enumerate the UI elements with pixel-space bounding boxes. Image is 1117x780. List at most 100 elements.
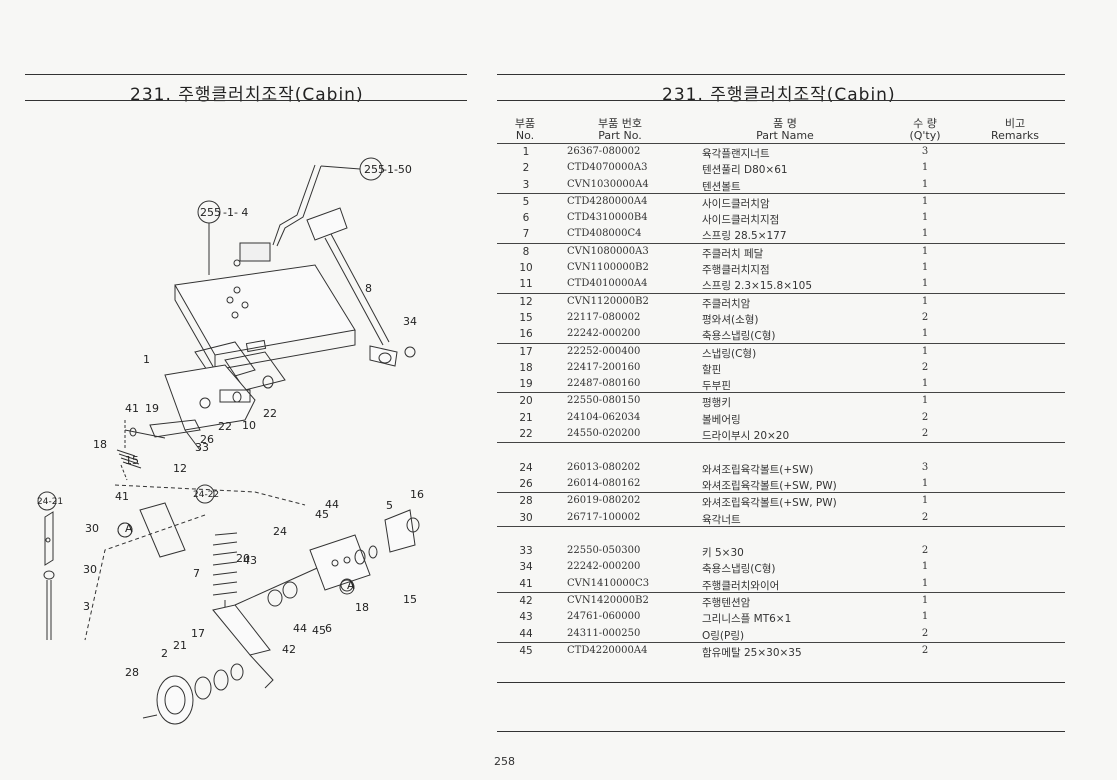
clutch-bracket (124, 364, 274, 451)
callout-22: 22 (218, 420, 232, 433)
callout-28: 28 (125, 666, 139, 679)
part-name: 할핀 (702, 363, 722, 376)
part-number-index: 12 (519, 295, 533, 308)
part-number-index: 7 (522, 228, 530, 241)
part-number-index: 43 (519, 611, 533, 624)
header-qty-ko: 수 량 (913, 117, 937, 130)
table-end-rule (497, 682, 1065, 683)
quantity: 1 (921, 245, 929, 257)
callout-12: 12 (173, 462, 187, 475)
quantity: 2 (921, 545, 929, 557)
callout-34: 34 (403, 315, 417, 328)
callout-45: 45 (312, 624, 326, 637)
callout-10: 10 (242, 419, 256, 432)
callout-41: 41 (125, 402, 139, 415)
quantity: 1 (921, 378, 929, 390)
quantity: 1 (921, 212, 929, 224)
left-page-title: 231. 주행클러치조작(Cabin) (130, 85, 364, 105)
part-number-index: 24 (519, 461, 533, 474)
right-page-title: 231. 주행클러치조작(Cabin) (662, 85, 896, 105)
tension-spring (212, 532, 238, 615)
part-number-index: 42 (519, 595, 533, 608)
part-number: 22550-080150 (567, 395, 641, 407)
part-number-index: 33 (519, 545, 533, 558)
left-top-rule (25, 74, 467, 75)
part-number-index: 6 (522, 212, 530, 225)
callout-7: 7 (193, 567, 200, 580)
quantity: 1 (921, 162, 929, 174)
callout-labels: 255 -1-50 255 -1- 4 24-21 24-22 (37, 163, 412, 507)
quantity: 1 (921, 178, 929, 190)
callout-15: 15 (403, 593, 417, 606)
header-no-ko: 부품 (514, 117, 536, 130)
callout-26: 26 (200, 433, 214, 446)
part-number: CTD408000C4 (567, 228, 642, 240)
part-number-index: 2 (522, 162, 530, 175)
part-number: 22252-000400 (567, 345, 641, 357)
callout-15: 15 (125, 454, 139, 467)
callout-44: 44 (293, 622, 307, 635)
callout-30: 30 (85, 522, 99, 535)
callout-33: 33 (195, 441, 209, 454)
part-name: 축용스냅링(C형) (702, 330, 776, 343)
part-name: 주클러치 페달 (702, 247, 764, 260)
header-part-en: Part No. (598, 129, 642, 142)
side-clutch-arm (384, 509, 420, 553)
part-name: 육각너트 (702, 513, 741, 526)
part-name: 와셔조립육각볼트(+SW, PW) (702, 497, 837, 510)
callout-17: 17 (191, 627, 205, 640)
ref-top-suffix: -1-50 (383, 163, 412, 176)
part-name: 주행텐션암 (702, 597, 751, 610)
quantity: 1 (921, 328, 929, 340)
callout-45: 45 (315, 508, 329, 521)
page-number: 258 (494, 755, 515, 768)
part-name: 스프링 2.3×15.8×105 (702, 280, 813, 293)
part-name: 사이드클러치지점 (702, 214, 780, 227)
quantity: 1 (921, 611, 929, 623)
right-bottom-rule (497, 100, 1065, 101)
part-name: 평행키 (702, 397, 731, 410)
part-number-index: 30 (519, 511, 533, 524)
part-number-index: 16 (519, 328, 533, 341)
part-number: 26367-080002 (567, 146, 641, 157)
quantity: 1 (921, 495, 929, 507)
header-remarks-ko: 비고 (1004, 117, 1026, 130)
clutch-pedal (306, 207, 416, 367)
quantity: 2 (921, 311, 929, 323)
part-number: 22117-080002 (567, 311, 641, 323)
callout-18: 18 (93, 438, 107, 451)
quantity: 2 (921, 411, 929, 423)
part-number-index: 18 (519, 361, 533, 374)
quantity: 1 (921, 228, 929, 240)
quantity: 1 (921, 561, 929, 573)
callout-21: 21 (173, 639, 187, 652)
part-number: 22487-080160 (567, 378, 641, 390)
callout-18: 18 (355, 601, 369, 614)
part-name: 스프링 28.5×177 (702, 230, 787, 243)
header-no: 부품 No. (505, 118, 545, 142)
tension-bolt-assembly (43, 511, 55, 640)
callout-2: 2 (161, 647, 168, 660)
header-remarks-en: Remarks (991, 129, 1039, 142)
part-number-index: 1 (522, 146, 530, 158)
quantity: 1 (921, 477, 929, 489)
part-number: CTD4010000A4 (567, 278, 648, 290)
callout-44: 44 (325, 498, 339, 511)
header-part-name: 품 명 Part Name (730, 118, 840, 142)
part-number-index: 41 (519, 577, 533, 590)
callout-42: 42 (282, 643, 296, 656)
quantity: 2 (921, 361, 929, 373)
part-number-index: 45 (519, 644, 533, 657)
